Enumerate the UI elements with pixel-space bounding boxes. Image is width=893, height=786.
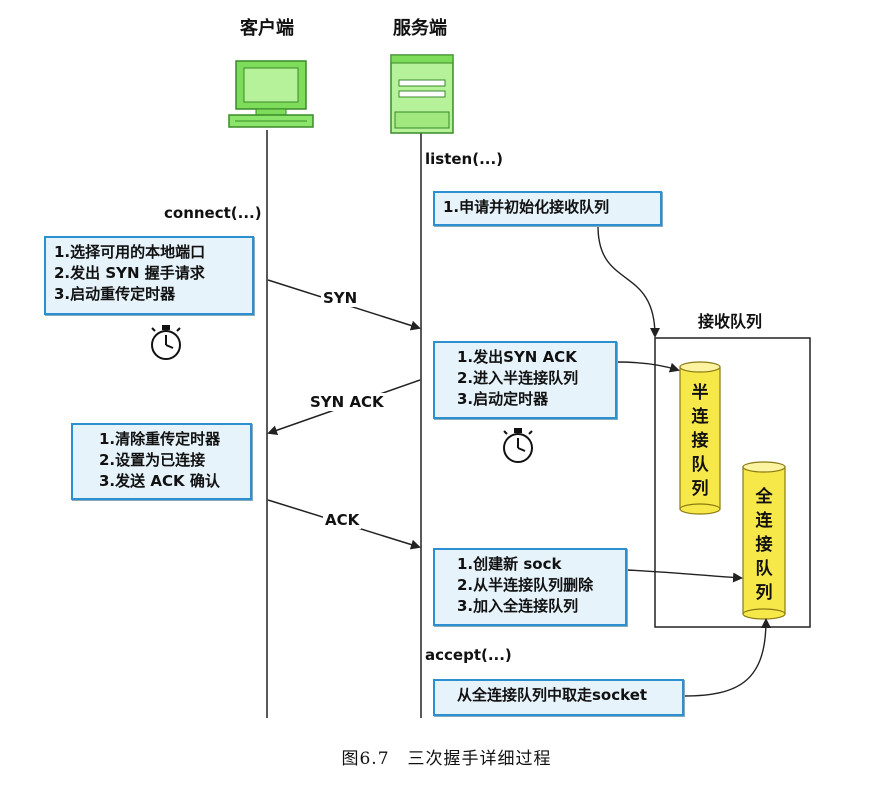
client-ack-box: 1.清除重传定时器 2.设置为已连接 3.发送 ACK 确认 [71, 423, 252, 500]
client-timer-icon [151, 325, 181, 360]
client-ack-step: 2.设置为已连接 [99, 451, 206, 469]
server-accept-box: 从全连接队列中取走socket [433, 679, 684, 716]
server-synack-box: 1.发出SYN ACK 2.进入半连接队列 3.启动定时器 [433, 341, 617, 419]
server-timer-icon [503, 428, 533, 463]
server-synack-step: 3.启动定时器 [457, 390, 549, 408]
connect-call: connect(...) [164, 204, 262, 222]
server-init-box: 1.申请并初始化接收队列 [433, 191, 662, 226]
server-ack-step: 3.加入全连接队列 [457, 597, 579, 615]
accept-from-full-queue-arrow [683, 618, 771, 697]
half-queue-char: 队 [691, 455, 709, 475]
server-synack-step: 2.进入半连接队列 [457, 369, 579, 387]
syn-ack-label: SYN ACK [308, 393, 386, 411]
full-queue-char: 接 [755, 535, 773, 555]
ack-to-full-queue-arrow [626, 569, 743, 583]
full-queue-char: 连 [755, 511, 773, 531]
client-syn-step: 2.发出 SYN 握手请求 [54, 264, 205, 282]
full-queue-char: 队 [755, 559, 773, 579]
full-queue-label: 全 连 接 队 列 [751, 485, 777, 605]
server-title: 服务端 [393, 18, 447, 39]
syn-label: SYN [321, 289, 360, 307]
synack-to-half-queue-arrow [616, 361, 680, 373]
half-queue-cylinder [679, 361, 721, 515]
receive-queue-title: 接收队列 [698, 312, 763, 331]
server-ack-box: 1.创建新 sock 2.从半连接队列删除 3.加入全连接队列 [433, 548, 627, 626]
half-queue-char: 连 [691, 407, 709, 427]
figure-caption: 图6.7 三次握手详细过程 [341, 749, 552, 769]
client-ack-step: 1.清除重传定时器 [99, 430, 221, 448]
server-ack-step: 2.从半连接队列删除 [457, 576, 594, 594]
full-queue-cylinder [742, 461, 786, 620]
half-queue-char: 接 [691, 431, 709, 451]
half-queue-char: 半 [691, 383, 709, 403]
client-ack-step: 3.发送 ACK 确认 [99, 472, 220, 490]
half-queue-char: 列 [691, 479, 709, 499]
client-title: 客户端 [240, 18, 294, 39]
client-syn-box: 1.选择可用的本地端口 2.发出 SYN 握手请求 3.启动重传定时器 [44, 236, 254, 315]
full-queue-char: 全 [755, 487, 773, 507]
server-synack-step: 1.发出SYN ACK [457, 348, 577, 366]
server-init-line: 1.申请并初始化接收队列 [443, 198, 610, 216]
init-to-queue-arrow [597, 225, 660, 338]
server-tower-icon [390, 54, 454, 134]
half-queue-label: 半 连 接 队 列 [687, 381, 713, 501]
server-accept-line: 从全连接队列中取走socket [457, 686, 648, 704]
client-syn-step: 1.选择可用的本地端口 [54, 243, 206, 261]
client-computer-icon [228, 60, 314, 128]
client-syn-step: 3.启动重传定时器 [54, 285, 176, 303]
accept-call: accept(...) [425, 646, 512, 664]
receive-queue-panel [654, 337, 811, 628]
ack-label: ACK [323, 511, 362, 529]
listen-call: listen(...) [425, 150, 504, 168]
server-ack-step: 1.创建新 sock [457, 555, 562, 573]
full-queue-char: 列 [755, 583, 773, 603]
